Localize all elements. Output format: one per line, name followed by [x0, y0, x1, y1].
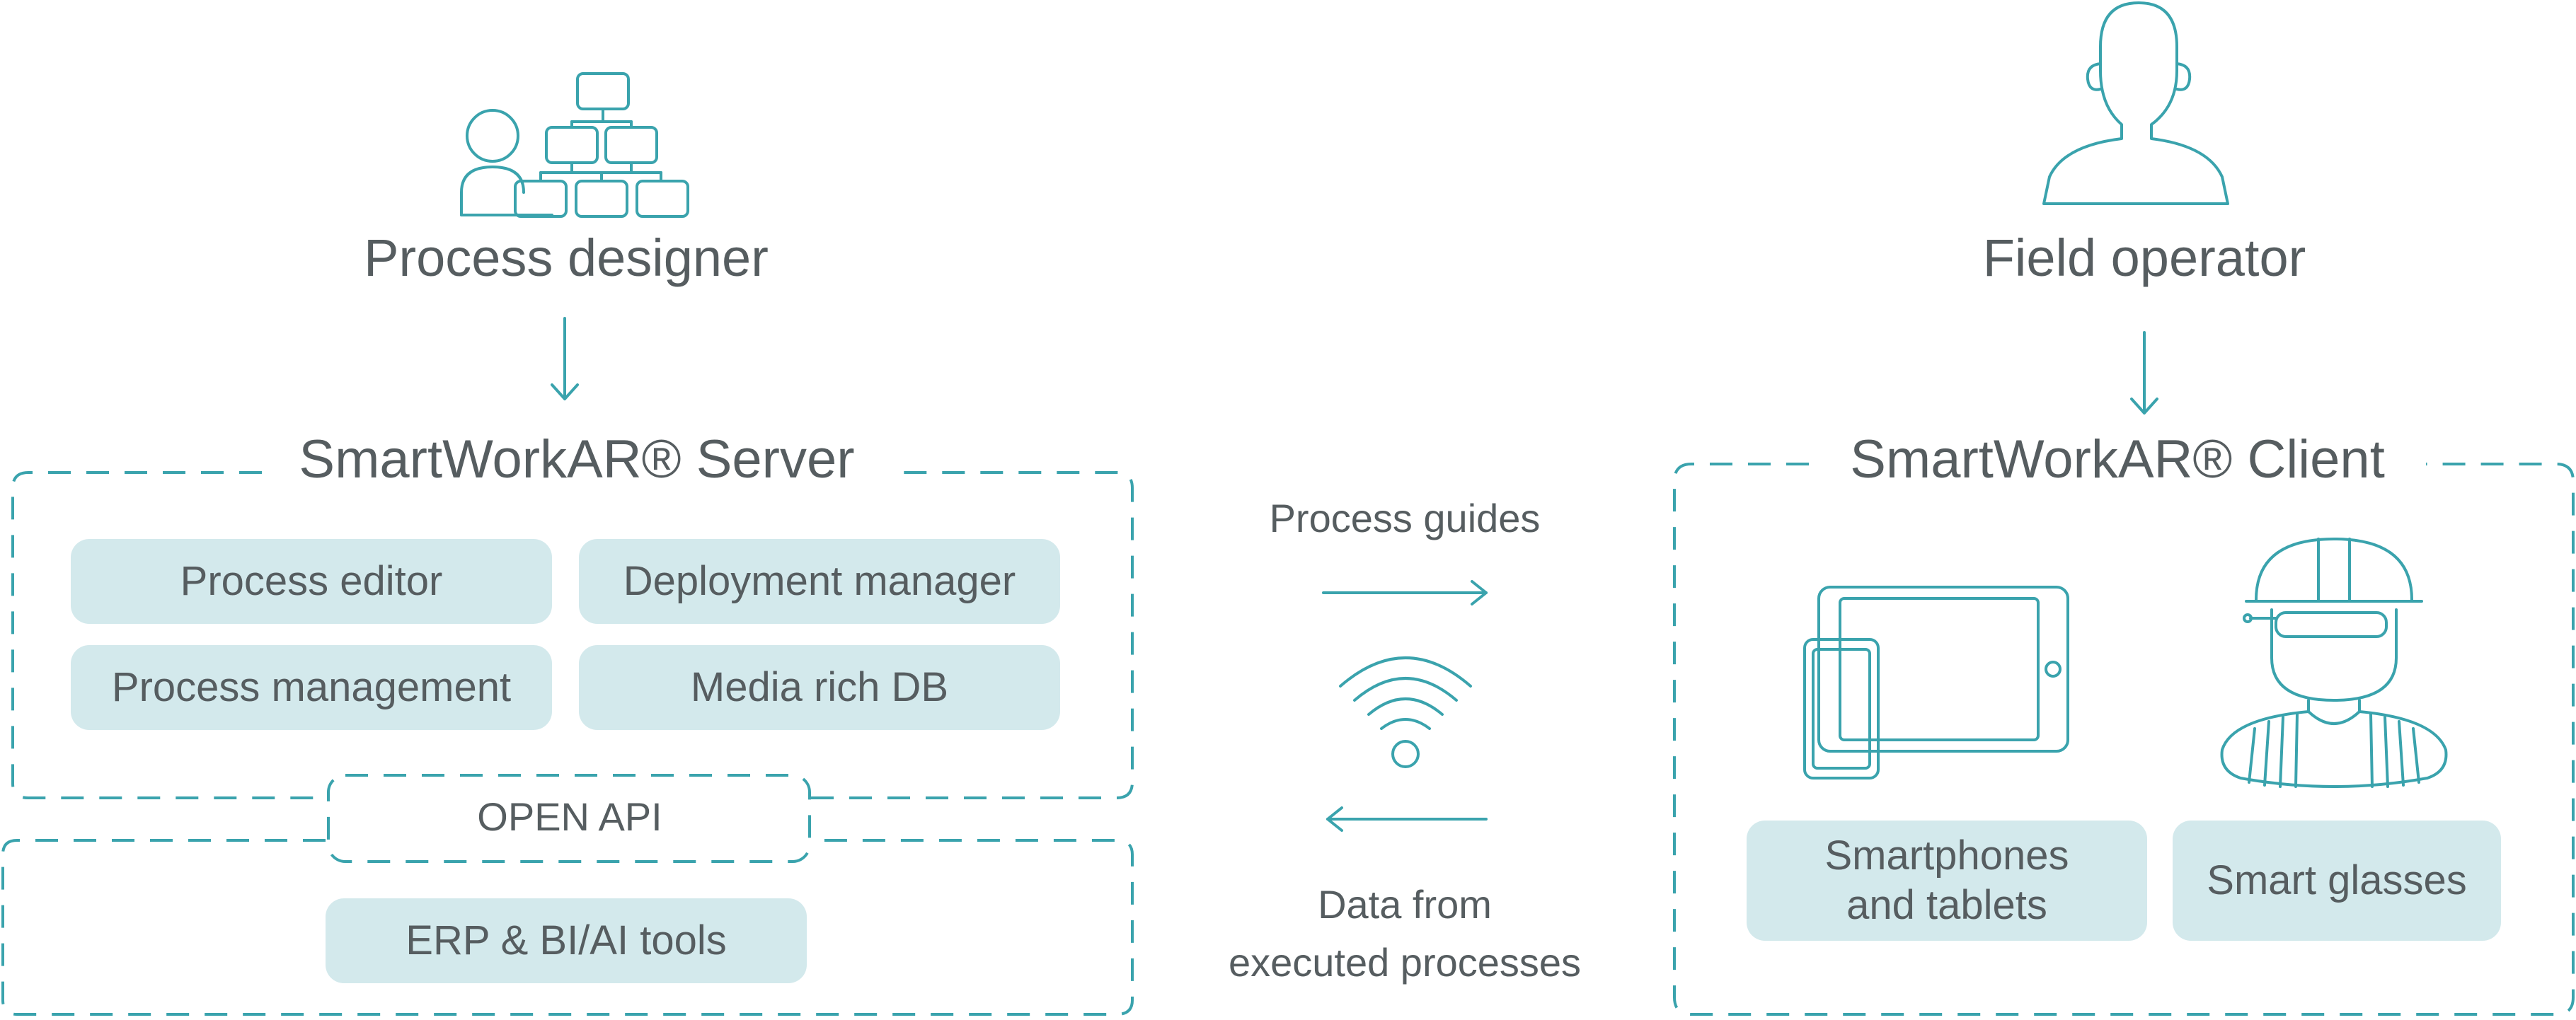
- process-designer-icon: [460, 72, 689, 218]
- device-smartphones-tablets: Smartphones and tablets: [1747, 821, 2147, 941]
- left-arrow: [1326, 806, 1488, 832]
- integration-frame: [1, 839, 1134, 1016]
- module-process-management: Process management: [71, 645, 552, 730]
- process-designer-title: Process designer: [364, 228, 769, 287]
- client-frame: [1673, 463, 2575, 1016]
- data-label-line1: Data from: [1318, 882, 1492, 927]
- open-api-label: OPEN API: [477, 794, 662, 839]
- field-operator-title: Field operator: [1982, 228, 2306, 287]
- operator-icon: [2042, 1, 2229, 205]
- operator-down-arrow: [2130, 331, 2158, 415]
- device-smart-glasses: Smart glasses: [2173, 821, 2501, 941]
- process-guides-label: Process guides: [1269, 496, 1541, 540]
- module-process-editor: Process editor: [71, 539, 552, 624]
- designer-down-arrow: [551, 317, 579, 400]
- server-frame: [11, 471, 1134, 799]
- right-arrow: [1322, 580, 1488, 605]
- server-title: SmartWorkAR® Server: [299, 429, 855, 489]
- phone-tablet-icon: [1803, 586, 2069, 780]
- open-api-frame: [327, 774, 811, 863]
- module-media-rich-db: Media rich DB: [579, 645, 1060, 730]
- client-title: SmartWorkAR® Client: [1850, 429, 2385, 489]
- module-deployment-manager: Deployment manager: [579, 539, 1060, 624]
- wifi-icon: [1339, 656, 1472, 768]
- data-label-line2: executed processes: [1228, 940, 1582, 985]
- smart-glasses-worker-icon: [2220, 538, 2448, 788]
- erp-bi-ai-tools: ERP & BI/AI tools: [326, 898, 807, 983]
